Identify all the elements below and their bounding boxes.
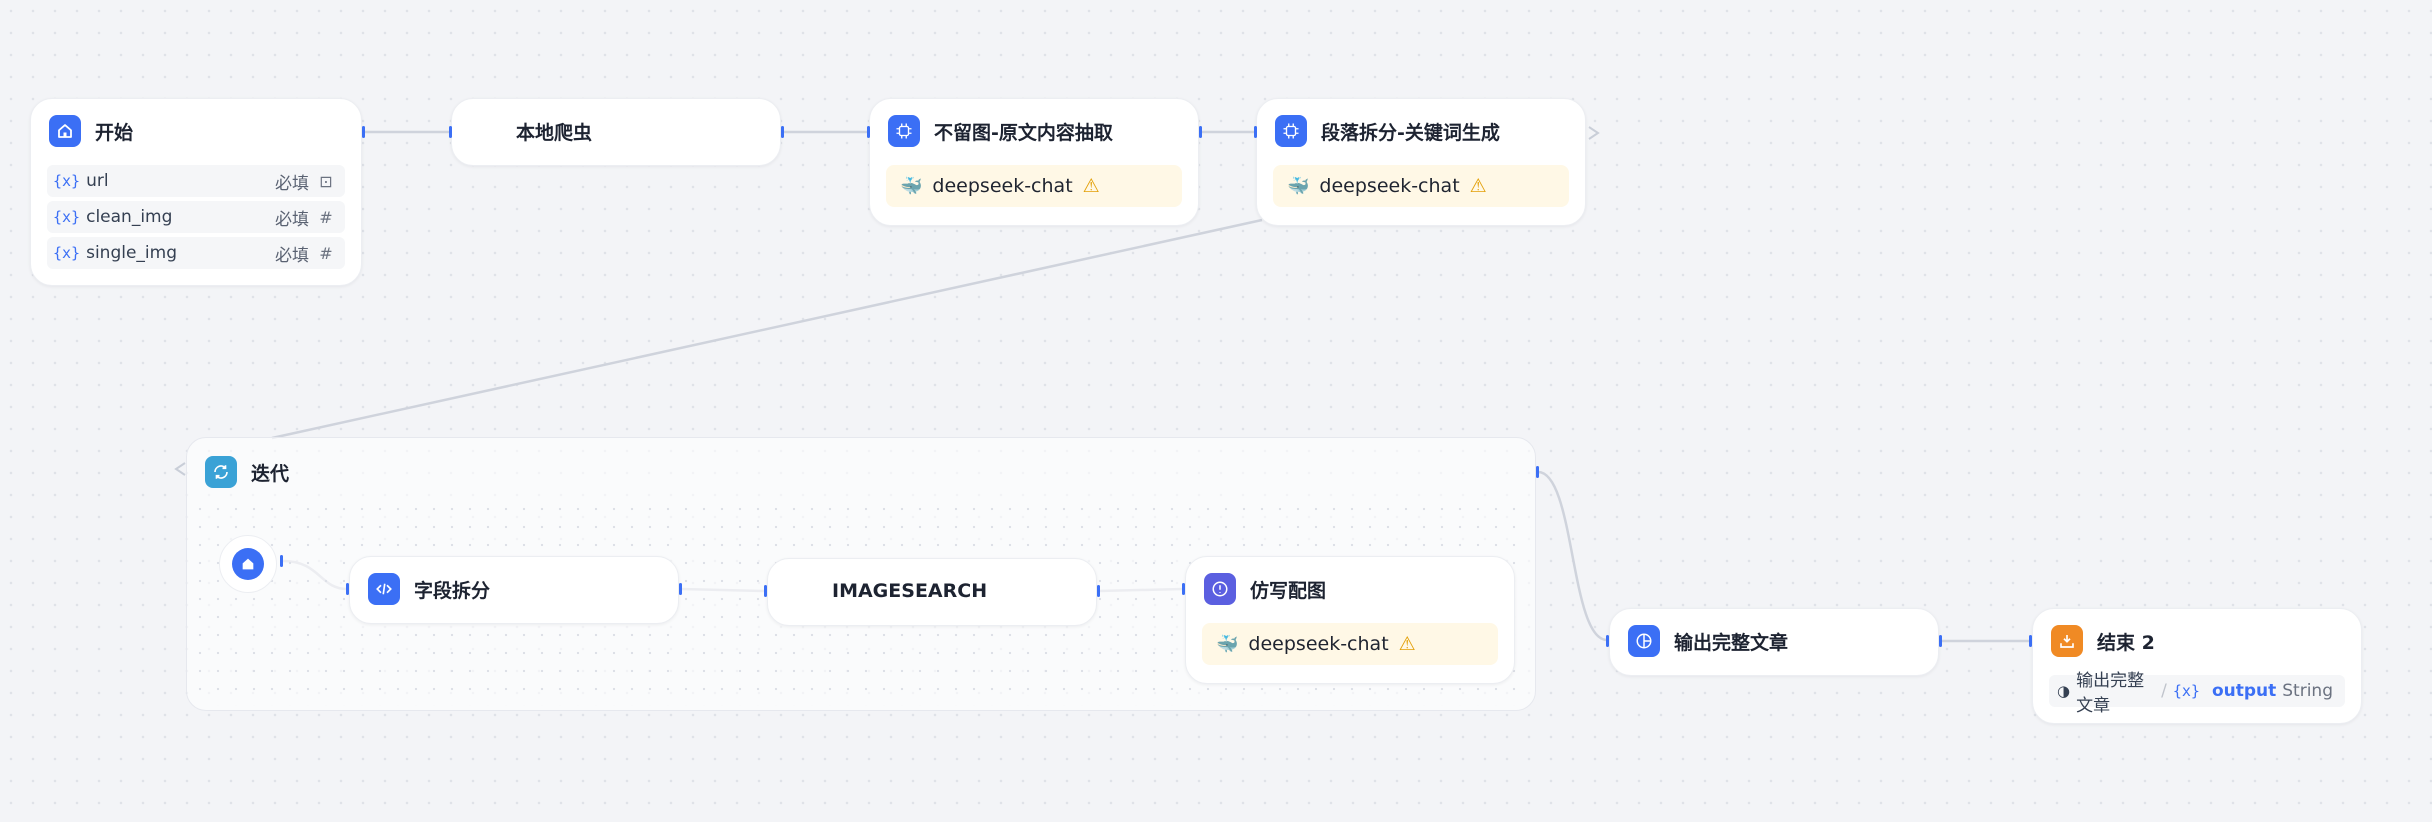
field-split-out-handle[interactable] [679, 583, 682, 595]
var-row-clean-img[interactable]: {x} clean_img 必填 # [47, 201, 345, 233]
var-required: 必填 [275, 173, 309, 194]
field-split-in-handle[interactable] [346, 583, 349, 595]
end-node[interactable]: 结束 2 ◑ 输出完整文章 / {x} output String [2032, 608, 2362, 724]
loop-icon [205, 456, 237, 488]
model-name: deepseek-chat [1319, 175, 1460, 197]
llm-icon [1275, 115, 1307, 147]
var-row-url[interactable]: {x} url 必填 ⊡ [47, 165, 345, 197]
crawler-out-handle[interactable] [781, 126, 784, 138]
warning-icon: ⚠ [1469, 175, 1487, 197]
variable-icon: {x} [53, 208, 81, 226]
field-split-node-title: 字段拆分 [414, 579, 491, 602]
llm-icon [888, 115, 920, 147]
iteration-node-title: 迭代 [251, 462, 290, 485]
imagesearch-out-handle[interactable] [1097, 585, 1100, 597]
end-in-handle[interactable] [2029, 635, 2032, 647]
output-out-handle[interactable] [1939, 635, 1942, 647]
extract-node[interactable]: 不留图-原文内容抽取 🐳 deepseek-chat ⚠ [869, 98, 1199, 226]
warning-icon: ⚠ [1082, 175, 1100, 197]
var-required: 必填 [275, 245, 309, 266]
home-icon [49, 115, 81, 147]
tool-icon [786, 575, 818, 607]
imitate-node[interactable]: 仿写配图 🐳 deepseek-chat ⚠ [1185, 556, 1515, 684]
model-row[interactable]: 🐳 deepseek-chat ⚠ [1202, 623, 1498, 665]
number-icon: # [319, 243, 333, 263]
model-row[interactable]: 🐳 deepseek-chat ⚠ [886, 165, 1182, 207]
field-split-node[interactable]: 字段拆分 [349, 556, 679, 624]
text-field-icon: ⊡ [319, 171, 333, 191]
number-icon: # [319, 207, 333, 227]
edge-split-iteration [271, 218, 1263, 440]
imagesearch-node[interactable]: IMAGESEARCH [767, 558, 1097, 626]
output-in-handle[interactable] [1606, 635, 1609, 647]
start-out-handle[interactable] [362, 126, 365, 138]
iteration-start[interactable] [219, 535, 277, 593]
end-output-row[interactable]: ◑ 输出完整文章 / {x} output String [2049, 671, 2345, 716]
extract-node-title: 不留图-原文内容抽取 [934, 121, 1113, 144]
end-icon [2051, 625, 2083, 657]
variable-icon: {x} [53, 172, 81, 190]
model-name: deepseek-chat [1248, 633, 1389, 655]
edge-iteration-output [1537, 470, 1608, 642]
home-icon [232, 548, 264, 580]
var-required: 必填 [275, 209, 309, 230]
warning-icon: ⚠ [1398, 633, 1416, 655]
output-article-node-title: 输出完整文章 [1674, 631, 1789, 654]
split-keywords-node[interactable]: 段落拆分-关键词生成 🐳 deepseek-chat ⚠ [1256, 98, 1586, 226]
imitate-node-title: 仿写配图 [1250, 579, 1327, 602]
end-node-title: 结束 2 [2097, 631, 2155, 654]
agent-icon [1204, 573, 1236, 605]
variable-icon: {x} [2172, 682, 2200, 700]
output-type: String [2282, 681, 2333, 701]
crawler-in-handle[interactable] [449, 126, 452, 138]
tool-icon [470, 115, 502, 147]
split-in-handle[interactable] [1254, 126, 1257, 138]
output-article-node[interactable]: 输出完整文章 [1609, 608, 1939, 676]
model-row[interactable]: 🐳 deepseek-chat ⚠ [1273, 165, 1569, 207]
model-name: deepseek-chat [932, 175, 1073, 197]
split-keywords-node-title: 段落拆分-关键词生成 [1321, 121, 1500, 144]
output-var: output [2211, 681, 2277, 701]
imagesearch-in-handle[interactable] [764, 585, 767, 597]
imagesearch-node-title: IMAGESEARCH [832, 580, 988, 602]
template-icon [1628, 625, 1660, 657]
split-out-arrow[interactable] [1588, 126, 1600, 140]
extract-in-handle[interactable] [867, 126, 870, 138]
template-icon: ◑ [2057, 682, 2071, 700]
code-icon [368, 573, 400, 605]
whale-icon: 🐳 [1287, 175, 1310, 197]
var-name: clean_img [86, 207, 173, 227]
separator: / [2161, 681, 2167, 701]
imitate-in-handle[interactable] [1182, 583, 1185, 595]
output-source: 输出完整文章 [2076, 671, 2145, 716]
iteration-out-handle[interactable] [1536, 466, 1539, 478]
var-name: single_img [86, 243, 177, 263]
start-node-title: 开始 [95, 121, 134, 144]
extract-out-handle[interactable] [1199, 126, 1202, 138]
whale-icon: 🐳 [900, 175, 923, 197]
crawler-node-title: 本地爬虫 [516, 121, 593, 144]
whale-icon: 🐳 [1216, 633, 1239, 655]
var-name: url [86, 171, 109, 191]
var-row-single-img[interactable]: {x} single_img 必填 # [47, 237, 345, 269]
variable-icon: {x} [53, 244, 81, 262]
iteration-in-arrow[interactable] [174, 462, 186, 476]
crawler-node[interactable]: 本地爬虫 [451, 98, 781, 166]
start-node[interactable]: 开始 {x} url 必填 ⊡ {x} clean_img 必填 # {x} s… [30, 98, 362, 286]
iteration-start-out-handle[interactable] [280, 555, 283, 567]
